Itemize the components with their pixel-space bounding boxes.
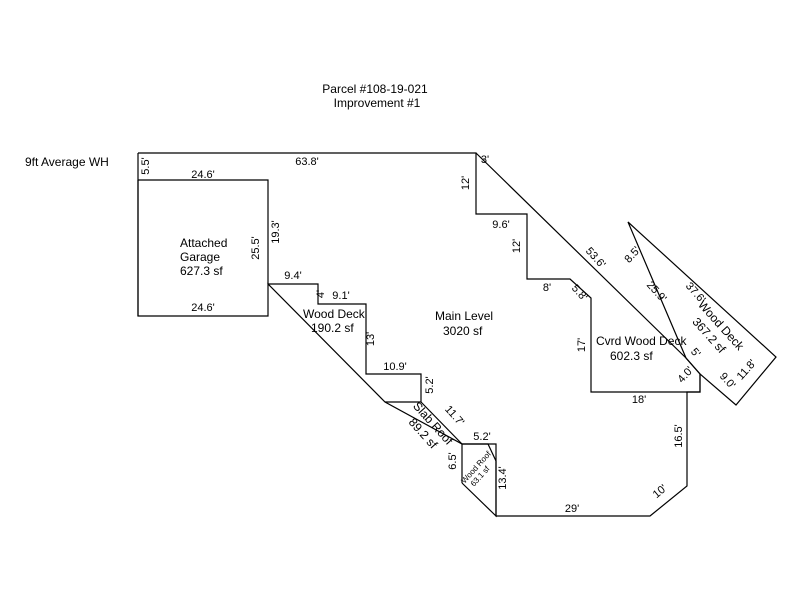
dim-label: 10.9': [383, 361, 407, 373]
dim-label: 8': [543, 282, 551, 294]
dim-label: 9.6': [492, 219, 509, 231]
dim-label: 5.5': [140, 157, 152, 174]
dim-label: 13': [365, 332, 377, 346]
wall-height-note: 9ft Average WH: [25, 155, 109, 169]
dim-label: 12': [460, 176, 472, 190]
dim-label: 9.4': [284, 270, 301, 282]
dim-label: 29': [565, 503, 579, 515]
dim-label: 10': [651, 482, 670, 500]
garage-label-2: Garage: [180, 250, 220, 264]
dim-label: 19.3': [270, 220, 282, 244]
dim-label: 13.4': [497, 466, 509, 490]
dim-label: 5.8': [569, 283, 590, 304]
dim-label: 53.6': [583, 245, 608, 271]
garage-label-1: Attached: [180, 236, 227, 250]
improvement-title: Improvement #1: [334, 96, 421, 110]
dim-label: 18': [632, 394, 646, 406]
dim-label: 5.2': [473, 431, 490, 443]
slab-roof-divider: [420, 401, 463, 445]
covered-deck-label: Cvrd Wood Deck: [596, 334, 687, 348]
covered-deck-area: 602.3 sf: [610, 349, 653, 363]
dim-label: 6.5': [447, 452, 459, 469]
dim-label: 12': [511, 239, 523, 253]
wood-deck-small-outline: [268, 283, 422, 403]
dim-label: 25.5': [250, 236, 262, 260]
dim-label: 24.6': [191, 169, 215, 181]
dim-label: 17': [576, 338, 588, 352]
dim-label: 16.5': [673, 424, 685, 448]
dim-label: 11.7': [442, 404, 466, 429]
parcel-title: Parcel #108-19-021: [322, 82, 428, 96]
dim-label: 9.1': [332, 290, 349, 302]
dim-label: 24.6': [191, 302, 215, 314]
dim-label: 63.8': [295, 156, 319, 168]
wood-deck-small-area: 190.2 sf: [311, 321, 354, 335]
dim-label: 8.5': [622, 245, 643, 266]
main-level-outline-south: [137, 153, 701, 517]
dim-label: 4.0': [675, 365, 696, 386]
dim-label: 11.8': [735, 358, 759, 383]
dim-label: 5.2': [424, 376, 436, 393]
main-level-area: 3020 sf: [443, 324, 483, 338]
wood-deck-large-outline: [627, 221, 777, 406]
dim-label: 4': [315, 290, 327, 298]
dim-label: 3': [481, 154, 489, 166]
dim-label: 25.9': [644, 279, 669, 305]
dim-label: 5': [688, 346, 702, 360]
garage-area: 627.3 sf: [180, 264, 223, 278]
wood-roof-outline: [461, 443, 497, 518]
garage-outline: [138, 179, 269, 284]
main-level-label: Main Level: [435, 309, 493, 323]
wood-deck-small-label: Wood Deck: [303, 307, 366, 321]
